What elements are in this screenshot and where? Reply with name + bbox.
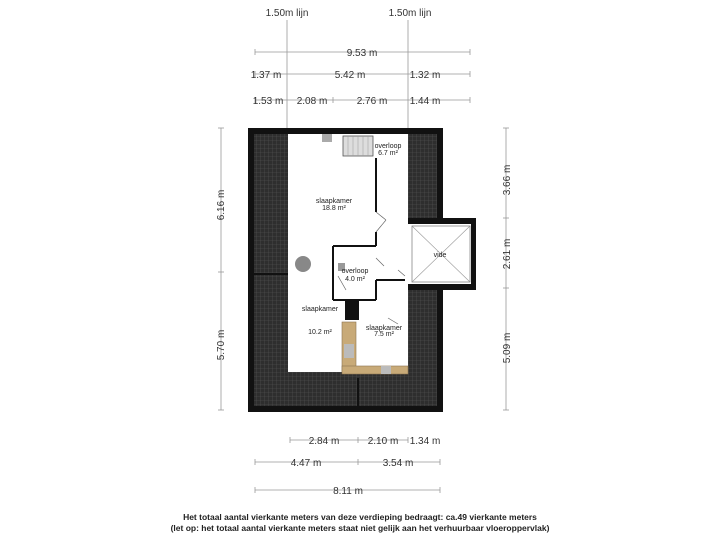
room-slaapkamer-left-area: 10.2 m² — [308, 329, 332, 336]
dim-top-r2-a: 1.37 m — [251, 70, 282, 81]
dim-top-r3-c: 2.76 m — [357, 96, 388, 107]
room-overloop-mid-name: overloop — [342, 268, 369, 275]
vent-unit — [322, 134, 332, 142]
dim-bottom-r1-c: 1.34 m — [410, 436, 441, 447]
dim-top-r2-b: 5.42 m — [335, 70, 366, 81]
room-overloop-top-area: 6.7 m² — [378, 150, 399, 157]
room-slaapkamer-right-area: 7.5 m² — [374, 331, 395, 338]
boiler-unit — [295, 256, 311, 272]
right-dimension-lines — [503, 127, 509, 411]
dim-bottom-r2-b: 3.54 m — [383, 458, 414, 469]
vide — [411, 225, 471, 283]
dim-bottom-total: 8.11 m — [333, 486, 363, 497]
dim-right-lower: 5.09 m — [502, 333, 513, 364]
top-dimension-lines — [254, 49, 471, 103]
dim-bottom-r2-a: 4.47 m — [291, 458, 322, 469]
dim-bottom-r1-a: 2.84 m — [309, 436, 340, 447]
footer-total-area: Het totaal aantal vierkante meters van d… — [183, 512, 537, 522]
dim-total-width: 9.53 m — [347, 48, 378, 59]
guide-lines — [286, 20, 409, 130]
stair-top — [342, 135, 374, 157]
room-slaapkamer-top-name: slaapkamer — [316, 198, 353, 205]
dim-top-r3-a: 1.53 m — [253, 96, 284, 107]
dim-top-r2-c: 1.32 m — [410, 70, 441, 81]
room-slaapkamer-top-area: 18.8 m² — [322, 205, 346, 212]
footer-disclaimer: (let op: het totaal aantal vierkante met… — [170, 523, 550, 533]
left-dimension-lines — [218, 127, 224, 411]
wood-cabinet — [341, 321, 409, 375]
dim-right-upper: 3.66 m — [502, 165, 513, 196]
dim-bottom-r1-b: 2.10 m — [368, 436, 399, 447]
room-overloop-top-name: overloop — [375, 143, 402, 150]
dim-left-upper: 6.16 m — [216, 190, 227, 221]
room-vide-name: vide — [434, 252, 447, 259]
room-slaapkamer-left-name: slaapkamer — [302, 306, 339, 313]
building — [248, 128, 476, 412]
guide-label-right: 1.50m lijn — [389, 8, 432, 19]
room-overloop-mid-area: 4.0 m² — [345, 276, 366, 283]
bottom-dimension-lines — [254, 437, 441, 493]
dim-top-r3-b: 2.08 m — [297, 96, 328, 107]
room-slaapkamer-right-name: slaapkamer — [366, 325, 403, 332]
dim-left-lower: 5.70 m — [216, 330, 227, 361]
guide-label-left: 1.50m lijn — [266, 8, 309, 19]
dim-top-r3-d: 1.44 m — [410, 96, 441, 107]
door-swings — [337, 211, 406, 325]
dim-right-mid: 2.61 m — [502, 239, 513, 270]
